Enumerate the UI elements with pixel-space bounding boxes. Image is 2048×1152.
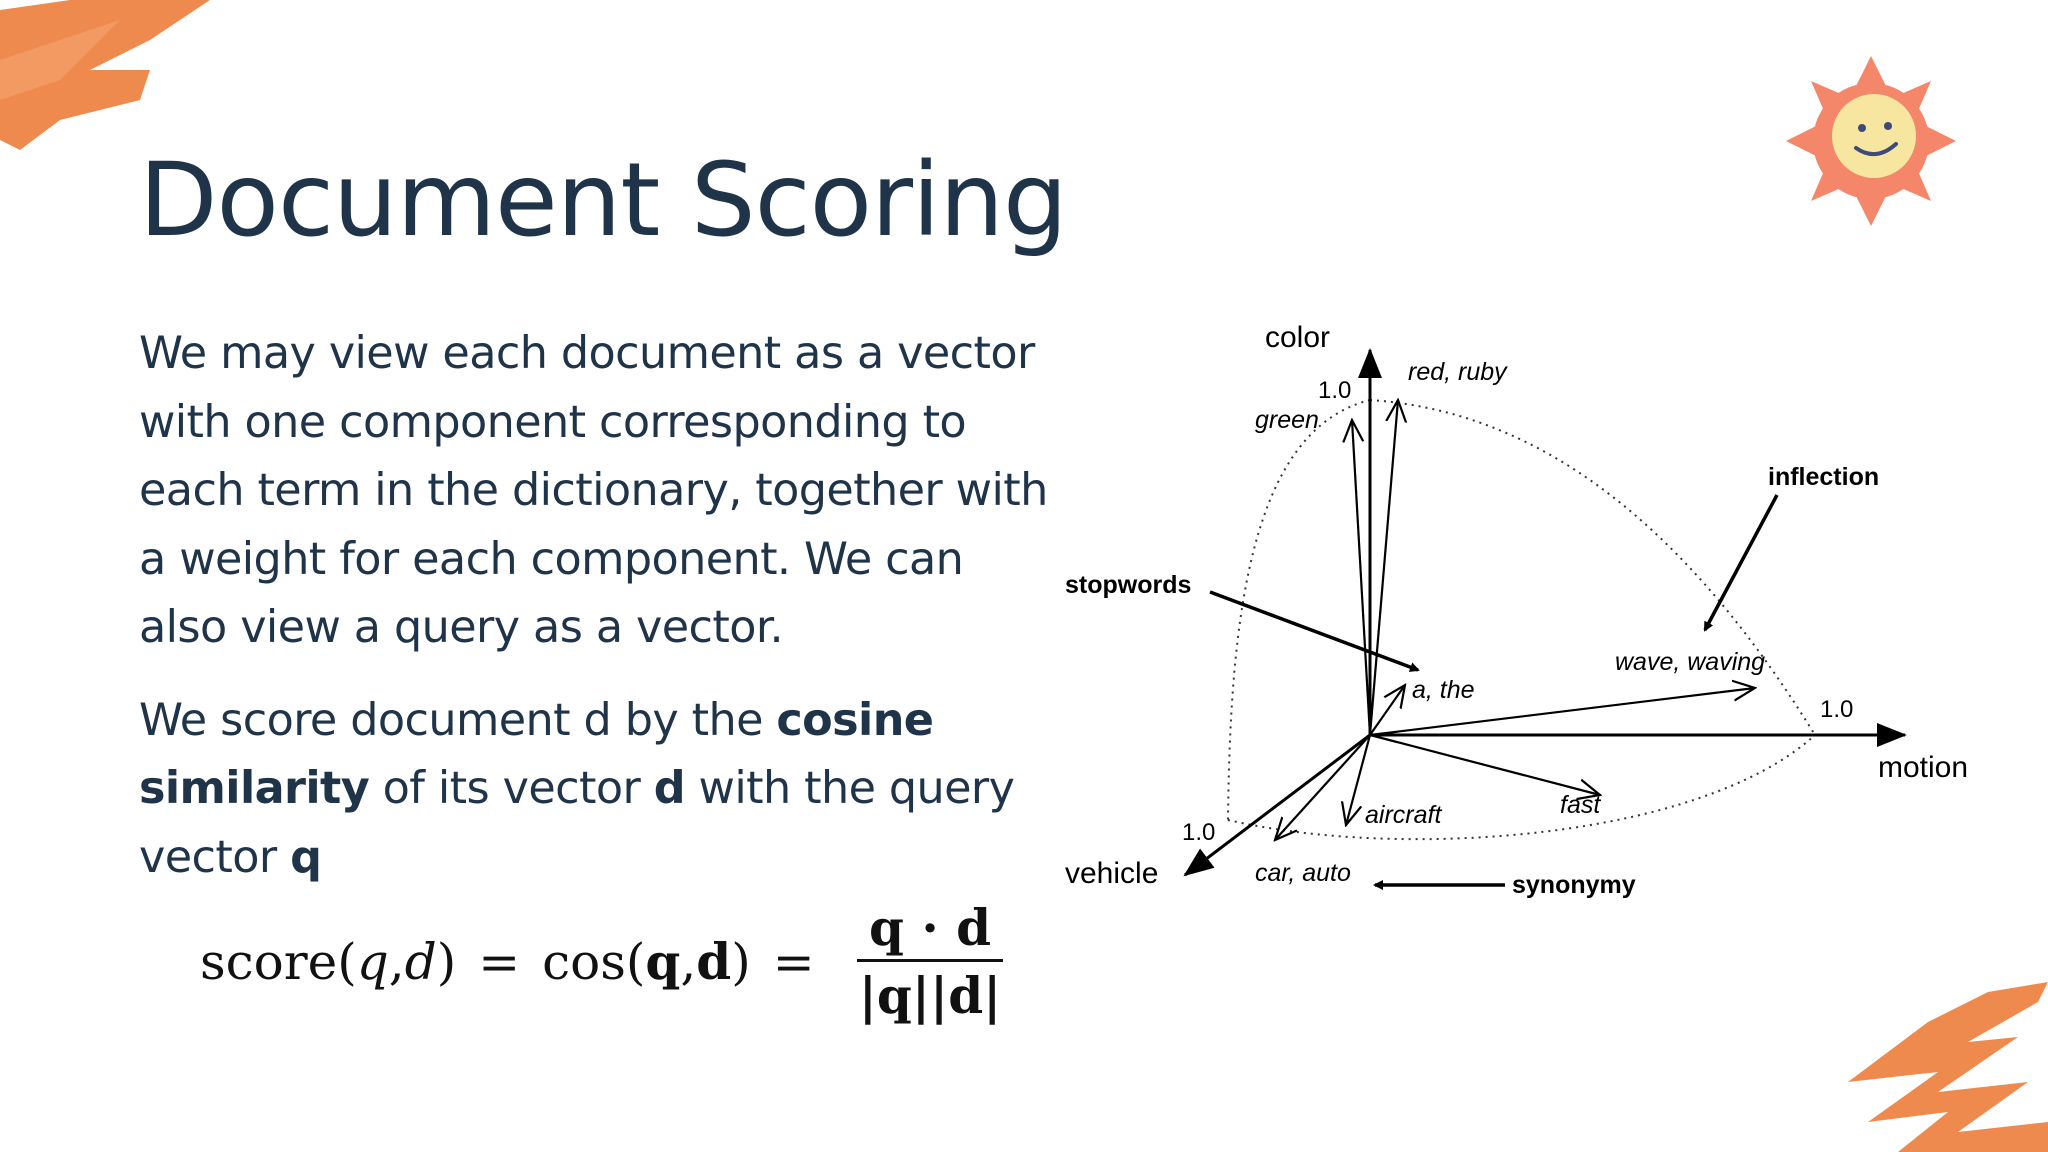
- term-red-ruby: red, ruby: [1408, 358, 1508, 386]
- vector-aircraft: [1346, 734, 1372, 825]
- paren: ): [436, 932, 457, 991]
- text-run: of its vector: [369, 763, 654, 814]
- body-text: We may view each document as a vector wi…: [139, 320, 1059, 892]
- paragraph-vector-view: We may view each document as a vector wi…: [139, 328, 1048, 653]
- dotted-quadrant-outline: [1227, 399, 1816, 841]
- page-title: Document Scoring: [139, 141, 1068, 260]
- vec-d: d: [696, 932, 732, 991]
- var-d: d: [404, 932, 437, 991]
- vector-fast: [1369, 733, 1600, 795]
- bold-term-cosine-similarity: cosine similarity: [139, 694, 934, 815]
- inflection-arrow: [1703, 494, 1779, 632]
- paren: (: [337, 932, 357, 991]
- bold-term-q: q: [290, 831, 322, 883]
- cosine-formula: score(q, d) = cos(q, d) = q · d |q||d|: [200, 900, 1013, 1023]
- axis-label-motion: motion: [1878, 751, 1968, 784]
- term-wave-waving: wave, waving: [1615, 648, 1765, 676]
- fraction-denominator: |q||d|: [858, 966, 1002, 1025]
- vec-q: q: [645, 932, 681, 991]
- formula-fn: score: [200, 932, 338, 991]
- tick-motion: 1.0: [1820, 696, 1853, 723]
- term-fast: fast: [1560, 791, 1601, 819]
- var-q: q: [356, 932, 389, 991]
- equals: =: [772, 932, 815, 991]
- axis-label-vehicle: vehicle: [1065, 857, 1158, 890]
- stopwords-arrow: [1209, 590, 1420, 672]
- text-run: with the query vector: [139, 763, 1015, 883]
- callout-inflection: inflection: [1768, 463, 1879, 491]
- vector-red-ruby: [1368, 400, 1398, 736]
- cos-fn: cos: [542, 932, 626, 991]
- paren: ): [731, 932, 751, 991]
- paren: (: [625, 932, 646, 991]
- axis-label-color: color: [1265, 321, 1330, 354]
- vector-space-diagram: color motion vehicle 1.0 1.0 1.0 red, ru…: [1065, 321, 1968, 899]
- fraction: q · d |q||d|: [847, 900, 1014, 1023]
- term-a-the: a, the: [1412, 676, 1475, 704]
- paragraph-cosine-score: We score document d by the cosine simila…: [139, 687, 1059, 893]
- equals: =: [478, 932, 521, 991]
- text-run: We score document d by the: [139, 694, 777, 746]
- sun-smiley-icon: [1786, 56, 1956, 226]
- vector-wave-waving: [1369, 688, 1755, 737]
- fraction-numerator: q · d: [856, 900, 1004, 962]
- brush-stroke-top-left-icon: [0, 0, 210, 150]
- term-aircraft: aircraft: [1365, 801, 1442, 829]
- comma: ,: [388, 932, 405, 991]
- bold-term-d: d: [653, 763, 686, 814]
- term-green: green: [1255, 406, 1319, 434]
- tick-vehicle: 1.0: [1182, 819, 1215, 846]
- vector-car-auto: [1275, 734, 1371, 840]
- term-car-auto: car, auto: [1255, 859, 1351, 887]
- callout-stopwords: stopwords: [1065, 571, 1191, 599]
- comma: ,: [680, 932, 697, 991]
- vector-a-the: [1369, 685, 1405, 736]
- callout-synonymy: synonymy: [1512, 871, 1636, 899]
- vector-green: [1352, 420, 1372, 736]
- vehicle-axis: [1183, 733, 1371, 877]
- tick-color: 1.0: [1318, 377, 1351, 404]
- brush-stroke-bottom-right-icon: [1848, 982, 2048, 1152]
